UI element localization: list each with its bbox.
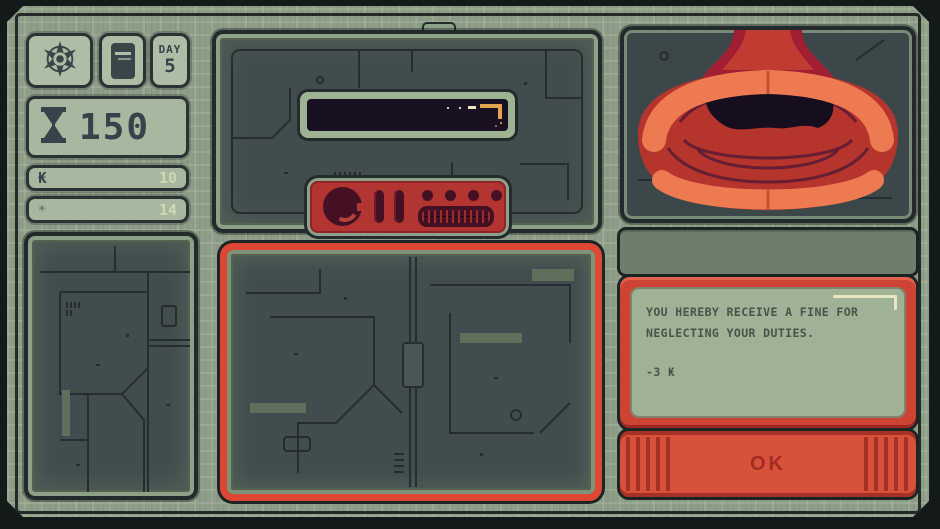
inner-frame-line xyxy=(15,13,921,514)
ok-button-rib-right xyxy=(864,437,910,491)
left-machinery-panel xyxy=(24,232,198,500)
energy-value: 14 xyxy=(158,200,177,219)
slider-slot-2[interactable] xyxy=(394,190,404,223)
round-button-3[interactable] xyxy=(468,190,479,201)
day-display: DAY 5 xyxy=(150,33,190,88)
round-button-1[interactable] xyxy=(422,190,433,201)
fine-amount: -3 ₭ xyxy=(646,364,676,379)
slider-slot-1[interactable] xyxy=(374,190,384,223)
round-button-2[interactable] xyxy=(445,190,456,201)
hourglass-icon xyxy=(40,107,67,147)
day-label: DAY xyxy=(158,43,182,56)
calibration-ticks xyxy=(334,172,361,179)
fine-message-line1: YOU HEREBY RECEIVE A FINE FOR xyxy=(646,305,859,319)
round-button-4[interactable] xyxy=(491,190,502,201)
screen-progress-mark xyxy=(480,104,502,108)
ok-button-label: OK xyxy=(750,452,786,475)
machinery-art-top xyxy=(231,49,583,214)
timer-value: 150 xyxy=(79,106,151,148)
ok-button-rib-left xyxy=(626,437,672,491)
document-button[interactable] xyxy=(99,33,146,88)
energy-row: ☀ 14 xyxy=(26,196,189,223)
scanner-mask-art xyxy=(638,30,898,210)
compass-button[interactable] xyxy=(26,33,93,88)
ok-button[interactable]: OK xyxy=(620,431,916,497)
machinery-art-door xyxy=(246,257,574,487)
credits-value: 10 xyxy=(158,169,177,187)
progress-screen-module xyxy=(300,92,515,138)
active-door-panel[interactable] xyxy=(220,243,602,501)
progress-screen xyxy=(307,99,508,131)
scanner-machine-panel xyxy=(620,26,916,223)
speaker-grille xyxy=(418,206,494,227)
screen-glare xyxy=(833,295,897,298)
document-icon xyxy=(110,42,135,79)
fine-dialog-screen: YOU HEREBY RECEIVE A FINE FOR NEGLECTING… xyxy=(630,287,906,418)
control-module xyxy=(310,181,506,233)
kip-currency-icon: ₭ xyxy=(38,169,48,187)
fine-message-line2: NEGLECTING YOUR DUTIES. xyxy=(646,326,815,341)
sun-icon: ☀ xyxy=(38,202,46,217)
day-value: 5 xyxy=(164,55,176,78)
machinery-art-left xyxy=(40,246,190,492)
status-strip xyxy=(620,230,916,274)
dial-knob[interactable] xyxy=(323,187,364,226)
timer-display: 150 xyxy=(26,96,189,158)
compass-icon xyxy=(41,40,79,82)
fine-dialog: YOU HEREBY RECEIVE A FINE FOR NEGLECTING… xyxy=(620,277,916,428)
credits-row: ₭ 10 xyxy=(26,165,189,191)
